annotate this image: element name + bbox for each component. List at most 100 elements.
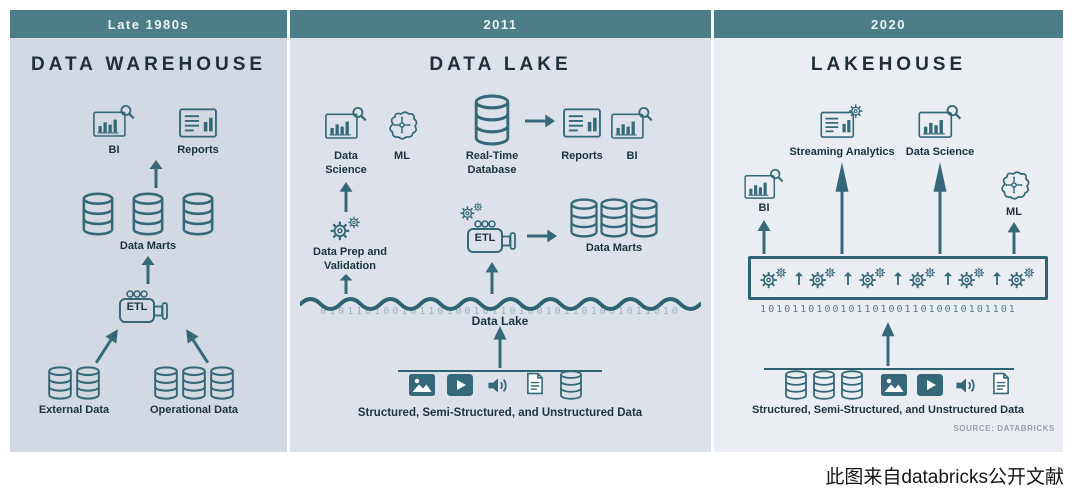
gears-icon xyxy=(330,216,362,241)
database-icon xyxy=(569,198,599,238)
panel-lakehouse: 2020 LAKEHOUSE Streaming Analytics Data … xyxy=(714,10,1063,452)
database-icon xyxy=(181,366,207,400)
gears-icon xyxy=(809,267,837,289)
panel-data-lake: 2011 DATA LAKE Data Science ML Real-Time… xyxy=(290,10,711,452)
arrow-up-icon xyxy=(494,326,507,368)
arrow-up-icon xyxy=(340,274,353,294)
arrow-up-icon xyxy=(934,162,947,254)
bi-icon xyxy=(611,106,653,139)
reports-icon xyxy=(563,108,601,138)
caption-text: 此图来自databricks公开文献 xyxy=(825,467,1064,488)
database-icon xyxy=(599,198,629,238)
binary-digits: 0101101001011010010110100101101001011010 xyxy=(320,306,681,317)
panel-data-warehouse: Late 1980s DATA WAREHOUSE BI Reports Dat… xyxy=(10,10,287,452)
small-arrow-up-icon xyxy=(844,272,852,285)
processing-layer-bar xyxy=(748,256,1048,300)
binary-digits: 10101101001011010011010010101101 xyxy=(760,304,1017,315)
arrow-up-icon xyxy=(1008,222,1021,254)
video-icon xyxy=(447,374,473,396)
reports-icon xyxy=(179,108,217,138)
small-arrow-up-icon xyxy=(944,272,952,285)
external-data-label: External Data xyxy=(38,404,110,416)
era-header: Late 1980s xyxy=(10,10,287,38)
panel-title: DATA LAKE xyxy=(429,54,572,75)
bi-icon xyxy=(93,104,135,137)
etl-label: ETL xyxy=(474,232,496,244)
bi-icon xyxy=(744,168,784,199)
arrow-up-icon xyxy=(150,160,163,188)
database-icon xyxy=(81,192,115,236)
data-science-icon xyxy=(325,106,367,139)
database-icon xyxy=(559,370,583,400)
database-icon xyxy=(47,366,73,400)
arrow-up-icon xyxy=(142,256,155,284)
small-arrow-up-icon xyxy=(795,272,803,285)
small-arrow-up-icon xyxy=(993,272,1001,285)
bottom-data-label: Structured, Semi-Structured, and Unstruc… xyxy=(752,404,1024,416)
ml-brain-icon xyxy=(997,170,1031,202)
gears-icon xyxy=(859,267,887,289)
source-credit: SOURCE: DATABRICKS xyxy=(953,424,1055,433)
data-science-label: Data Science xyxy=(905,146,975,158)
arrow-up-icon xyxy=(758,220,771,254)
video-icon xyxy=(917,374,943,396)
audio-icon xyxy=(954,375,978,396)
data-science-label: Data Science xyxy=(325,150,367,176)
reports-label: Reports xyxy=(561,150,603,162)
streaming-analytics-icon xyxy=(820,104,864,138)
realtime-database-label: Real-Time Database xyxy=(465,150,519,176)
bi-label: BI xyxy=(758,202,770,214)
etl-label: ETL xyxy=(126,301,148,313)
image-icon xyxy=(409,374,435,396)
evolution-diagram: Late 1980s DATA WAREHOUSE BI Reports Dat… xyxy=(10,10,1063,452)
document-icon xyxy=(526,372,545,395)
era-header: 2020 xyxy=(714,10,1063,38)
arrow-up-icon xyxy=(836,162,849,254)
operational-data-label: Operational Data xyxy=(149,404,239,416)
bracket-line xyxy=(398,370,602,372)
bracket-line xyxy=(764,368,1014,370)
era-header: 2011 xyxy=(290,10,711,38)
small-arrow-up-icon xyxy=(894,272,902,285)
data-marts-label: Data Marts xyxy=(585,242,643,254)
arrow-up-icon xyxy=(882,322,895,366)
data-lake-wave xyxy=(300,294,701,314)
bi-label: BI xyxy=(108,144,120,156)
arrow-up-icon xyxy=(340,182,353,212)
ml-label: ML xyxy=(1006,206,1022,218)
arrow-right-icon xyxy=(527,230,557,243)
gears-icon xyxy=(909,267,937,289)
data-prep-label: Data Prep and Validation xyxy=(313,246,387,272)
gears-icon xyxy=(760,267,788,289)
database-icon xyxy=(131,192,165,236)
panel-title: DATA WAREHOUSE xyxy=(30,54,267,75)
database-icon xyxy=(209,366,235,400)
database-icon xyxy=(784,370,808,400)
database-icon xyxy=(629,198,659,238)
bi-label: BI xyxy=(626,150,638,162)
realtime-database-icon xyxy=(473,94,511,146)
database-icon xyxy=(153,366,179,400)
streaming-analytics-label: Streaming Analytics xyxy=(789,146,895,158)
bottom-data-label: Structured, Semi-Structured, and Unstruc… xyxy=(357,407,643,419)
gears-icon xyxy=(1008,267,1036,289)
arrow-up-icon xyxy=(486,262,499,294)
database-icon xyxy=(181,192,215,236)
database-icon xyxy=(75,366,101,400)
ml-brain-icon xyxy=(385,110,419,142)
database-icon xyxy=(812,370,836,400)
arrow-diagonal-icon xyxy=(181,326,214,367)
document-icon xyxy=(992,372,1011,395)
arrow-right-icon xyxy=(525,115,555,128)
data-lake-label: Data Lake xyxy=(471,314,529,328)
gears-icon xyxy=(958,267,986,289)
ml-label: ML xyxy=(394,150,410,162)
audio-icon xyxy=(486,375,510,396)
database-icon xyxy=(840,370,864,400)
panel-title: LAKEHOUSE xyxy=(810,54,967,75)
data-science-icon xyxy=(918,104,962,138)
data-marts-label: Data Marts xyxy=(119,240,177,252)
image-icon xyxy=(881,374,907,396)
reports-label: Reports xyxy=(177,144,219,156)
arrow-diagonal-icon xyxy=(91,326,124,367)
